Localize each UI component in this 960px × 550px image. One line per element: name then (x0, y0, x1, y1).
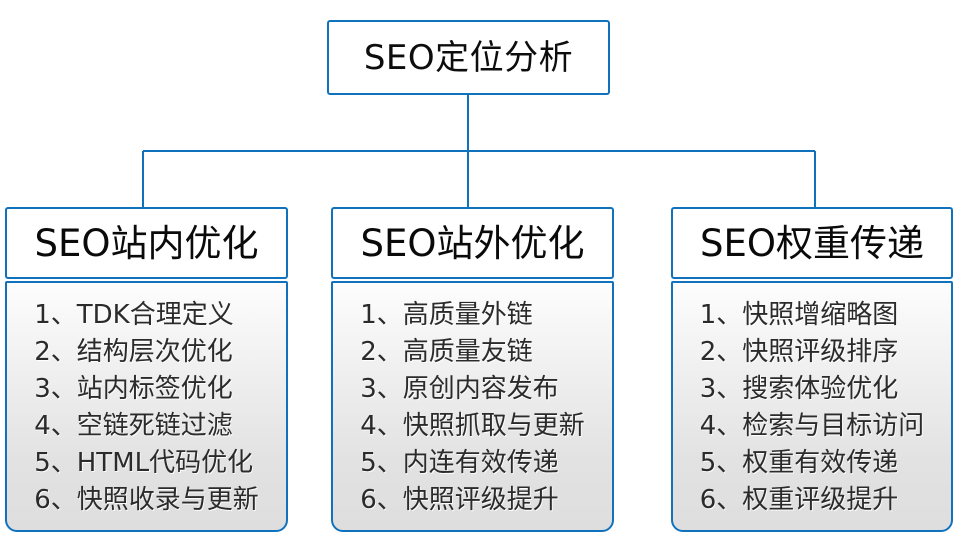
branch-seo-weight-transfer: SEO权重传递 1、快照增缩略图 2、快照评级排序 3、搜索体验优化 4、检索与… (671, 207, 953, 532)
list-item: 5、内连有效传递 (360, 448, 559, 478)
list-item: 1、高质量外链 (360, 300, 533, 330)
list-item: 1、快照增缩略图 (699, 300, 899, 330)
list-item: 4、检索与目标访问 (699, 411, 925, 441)
list-item: 3、站内标签优化 (34, 374, 233, 404)
list-item: 3、原创内容发布 (360, 374, 559, 404)
root-node: SEO定位分析 (327, 20, 610, 95)
list-item: 6、快照收录与更新 (34, 485, 259, 515)
list-item: 2、结构层次优化 (34, 337, 233, 367)
item-list-1: 1、TDK合理定义 2、结构层次优化 3、站内标签优化 4、空链死链过滤 5、H… (34, 297, 259, 519)
list-item: 1、TDK合理定义 (34, 300, 234, 330)
branch-body-3: 1、快照增缩略图 2、快照评级排序 3、搜索体验优化 4、检索与目标访问 5、权… (671, 281, 953, 532)
branch-body-2: 1、高质量外链 2、高质量友链 3、原创内容发布 4、快照抓取与更新 5、内连有… (331, 281, 614, 532)
list-item: 3、搜索体验优化 (699, 374, 899, 404)
list-item: 4、快照抓取与更新 (360, 411, 585, 441)
item-list-3: 1、快照增缩略图 2、快照评级排序 3、搜索体验优化 4、检索与目标访问 5、权… (700, 297, 925, 519)
branch-title-2: SEO站外优化 (360, 221, 585, 265)
root-node-title: SEO定位分析 (363, 37, 574, 78)
list-item: 2、高质量友链 (360, 337, 533, 367)
list-item: 5、权重有效传递 (699, 448, 899, 478)
list-item: 6、快照评级提升 (360, 485, 559, 515)
list-item: 2、快照评级排序 (699, 337, 899, 367)
branch-header-3: SEO权重传递 (671, 207, 953, 279)
branch-seo-onsite: SEO站内优化 1、TDK合理定义 2、结构层次优化 3、站内标签优化 4、空链… (5, 207, 288, 532)
branch-header-1: SEO站内优化 (5, 207, 288, 279)
item-list-2: 1、高质量外链 2、高质量友链 3、原创内容发布 4、快照抓取与更新 5、内连有… (360, 297, 585, 519)
list-item: 6、权重评级提升 (699, 485, 899, 515)
branch-header-2: SEO站外优化 (331, 207, 614, 279)
branch-title-3: SEO权重传递 (700, 221, 924, 265)
list-item: 5、HTML代码优化 (34, 448, 254, 478)
branch-title-1: SEO站内优化 (34, 221, 259, 265)
list-item: 4、空链死链过滤 (34, 411, 233, 441)
branch-body-1: 1、TDK合理定义 2、结构层次优化 3、站内标签优化 4、空链死链过滤 5、H… (5, 281, 288, 532)
branch-seo-offsite: SEO站外优化 1、高质量外链 2、高质量友链 3、原创内容发布 4、快照抓取与… (331, 207, 614, 532)
